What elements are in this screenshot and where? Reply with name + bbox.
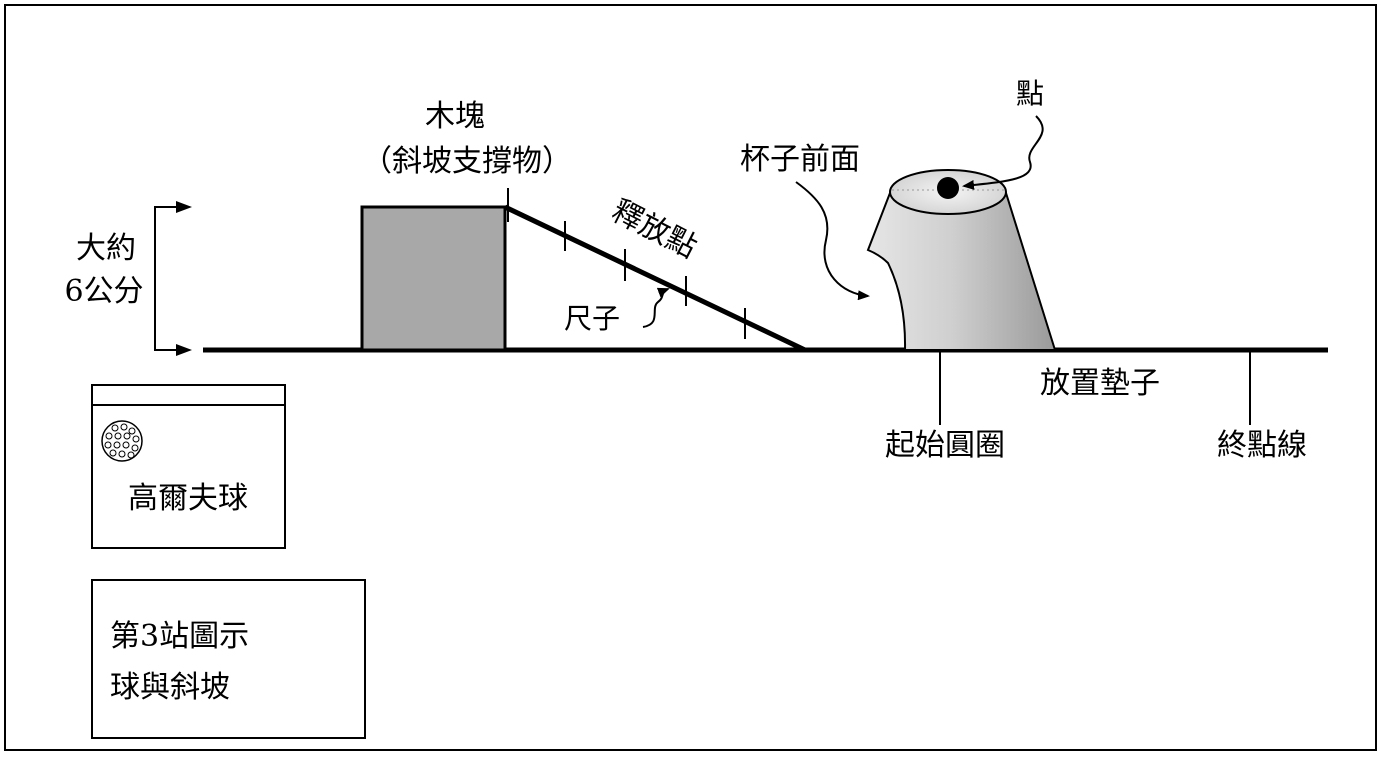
caption-box: 第3站圖示 球與斜坡 [91, 579, 366, 739]
start-circle-label: 起始圓圈 [885, 428, 1005, 463]
dot-pointer-arrow [962, 115, 1044, 190]
dot-label: 點 [1016, 77, 1044, 110]
golf-ball-label: 高爾夫球 [128, 481, 248, 516]
cup-body [866, 192, 1057, 351]
ruler-pointer-arrow [642, 287, 670, 328]
ramp-ruler [503, 204, 807, 353]
mat-label: 放置墊子 [1040, 366, 1160, 401]
height-label-line1: 大約 [76, 231, 136, 266]
caption-line2: 球與斜坡 [110, 670, 230, 705]
wood-block [360, 205, 507, 352]
golf-ball-icon [101, 420, 143, 462]
caption-frame [91, 579, 366, 739]
height-bracket [154, 206, 180, 351]
legend-box [91, 384, 286, 549]
arrow-bottom-icon [176, 344, 192, 356]
wood-block-label-line1: 木塊 [425, 99, 485, 134]
finish-line-label: 終點線 [1217, 428, 1307, 463]
height-label-line2: 6公分 [64, 274, 143, 309]
arrow-top-icon [176, 201, 192, 213]
golf-ball-legend: 高爾夫球 [91, 384, 286, 549]
cup [866, 169, 1057, 351]
cup-front-label: 杯子前面 [740, 142, 860, 177]
cup-front-pointer-arrow [795, 181, 870, 301]
wood-block-label-line2: （斜坡支撐物） [362, 144, 572, 179]
ruler-label: 尺子 [564, 302, 620, 335]
height-indicator: 大約 6公分 [64, 201, 192, 356]
caption-line1: 第3站圖示 [110, 619, 249, 654]
target-dot-icon [937, 177, 959, 199]
